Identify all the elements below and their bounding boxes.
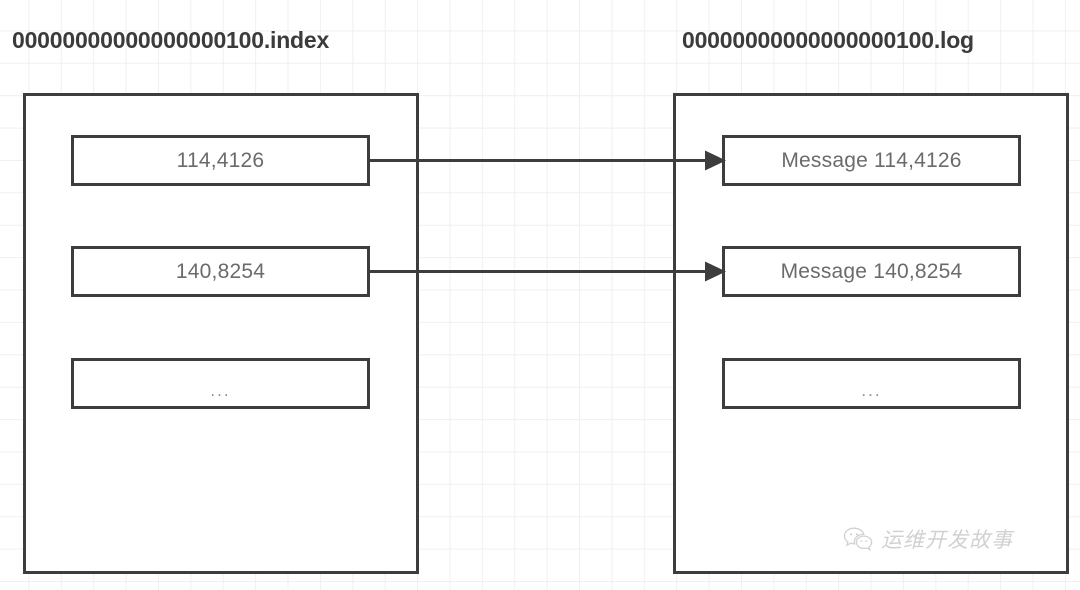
- index-entry-ellipsis: ...: [210, 380, 231, 400]
- log-entry-label: Message 114,4126: [781, 148, 962, 172]
- log-entry-ellipsis: ...: [861, 380, 882, 400]
- log-entry-row: ...: [722, 358, 1021, 409]
- index-entry-row: 140,8254: [71, 246, 370, 297]
- index-file-title: 00000000000000000100.index: [12, 27, 330, 53]
- wechat-icon: [843, 527, 873, 551]
- index-entry-label: 140,8254: [175, 259, 266, 283]
- log-file-title: 00000000000000000100.log: [682, 27, 974, 53]
- watermark-text: 运维开发故事: [881, 528, 1013, 552]
- log-entry-label: Message 140,8254: [780, 259, 963, 283]
- index-entry-row: ...: [71, 358, 370, 409]
- index-entry-label: 114,4126: [176, 148, 265, 172]
- index-entry-row: 114,4126: [71, 135, 370, 186]
- log-entry-row: Message 114,4126: [722, 135, 1021, 186]
- watermark: 运维开发故事: [843, 524, 1013, 554]
- log-entry-row: Message 140,8254: [722, 246, 1021, 297]
